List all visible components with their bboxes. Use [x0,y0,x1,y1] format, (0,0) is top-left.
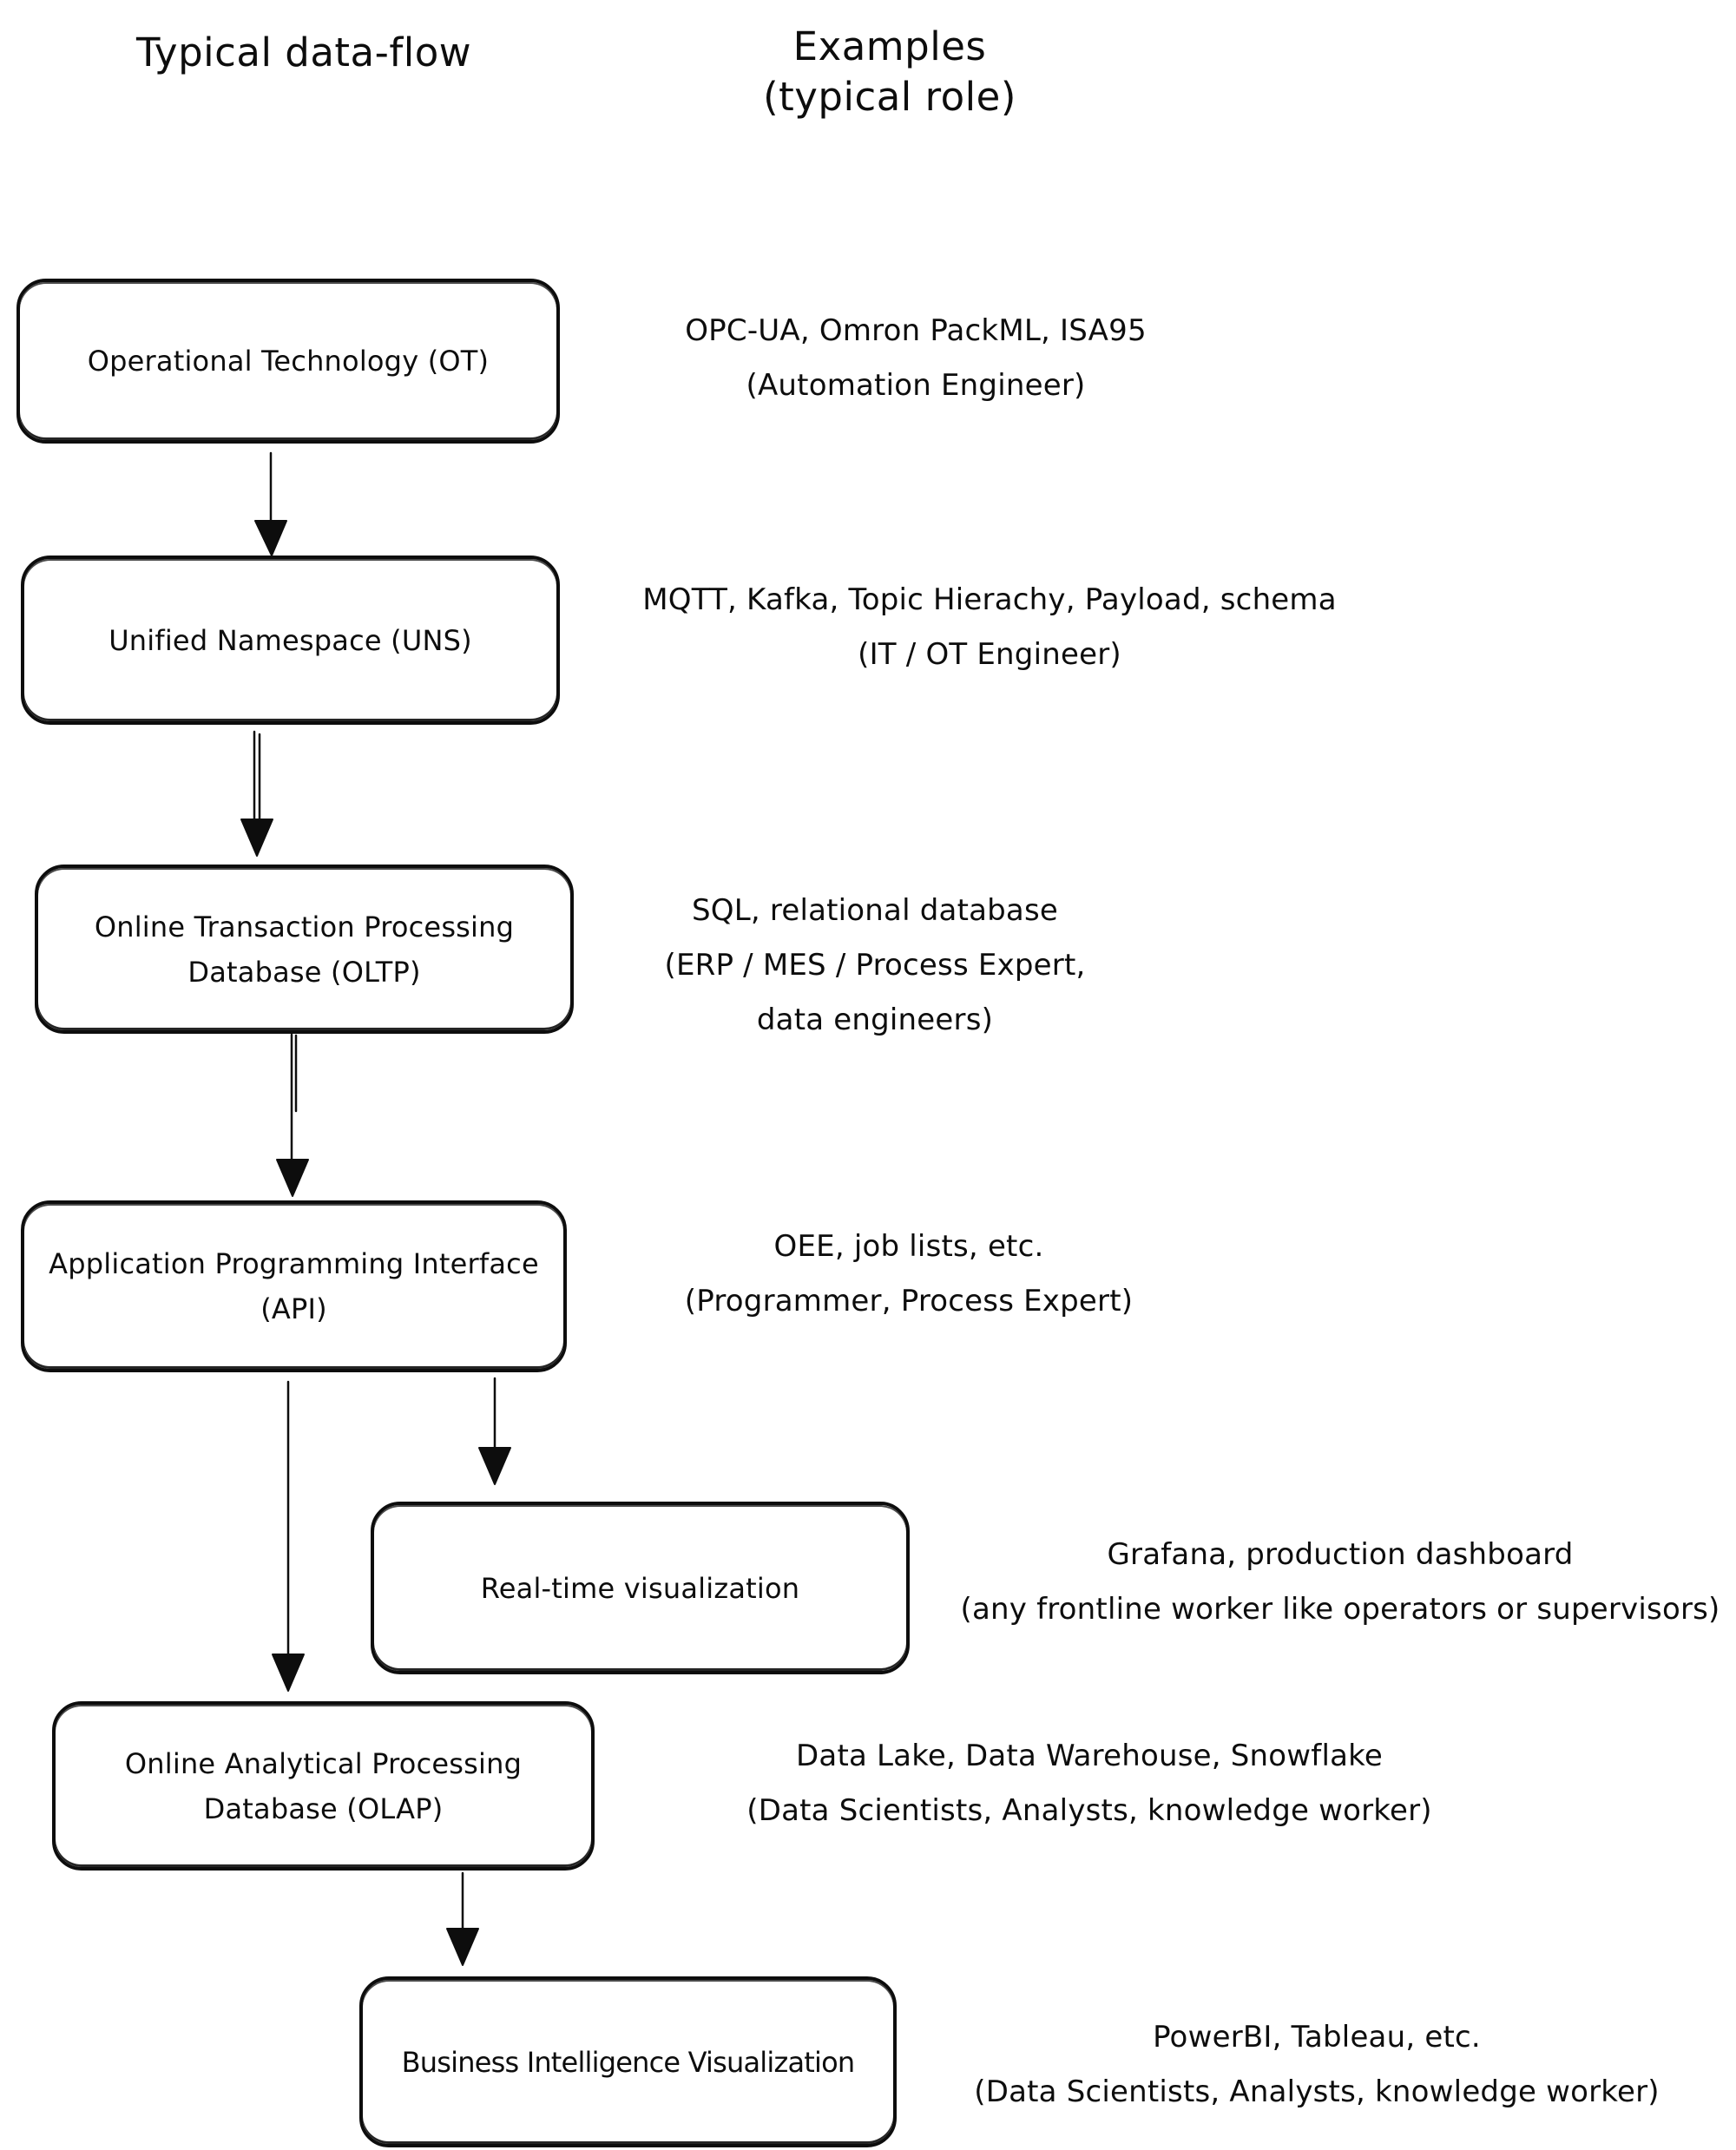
example-line: (IT / OT Engineer) [858,637,1121,672]
node-oltp-database: Online Transaction Processing Database (… [35,865,574,1034]
node-olap-database: Online Analytical Processing Database (O… [52,1701,595,1871]
dataflow-title: Typical data-flow [135,30,472,76]
example-line: (Programmer, Process Expert) [684,1284,1134,1318]
node-unified-namespace: Unified Namespace (UNS) [21,556,560,725]
example-olap-database: Data Lake, Data Warehouse, Snowflake (Da… [746,1729,1432,1838]
node-operational-technology: Operational Technology (OT) [16,279,560,444]
node-label-line: Business Intelligence Visualization [401,2045,856,2079]
example-line: MQTT, Kafka, Topic Hierachy, Payload, sc… [642,582,1337,617]
example-line: data engineers) [756,1003,994,1037]
example-operational-technology: OPC-UA, Omron PackML, ISA95 (Automation … [685,304,1147,413]
examples-title-line2: (typical role) [763,74,1016,120]
example-line: (Data Scientists, Analysts, knowledge wo… [974,2074,1660,2109]
example-business-intelligence: PowerBI, Tableau, etc. (Data Scientists,… [974,2010,1660,2120]
example-realtime-visualization: Grafana, production dashboard (any front… [960,1528,1720,1637]
node-label: Online Analytical Processing Database (O… [125,1741,522,1831]
node-label: Operational Technology (OT) [88,339,489,384]
example-line: (any frontline worker like operators or … [960,1592,1720,1627]
arrow-olap-to-bi [446,1871,479,1966]
node-label-line: Database (OLTP) [187,955,421,989]
example-unified-namespace: MQTT, Kafka, Topic Hierachy, Payload, sc… [642,573,1337,682]
node-label: Unified Namespace (UNS) [108,618,472,663]
arrow-ot-to-uns [254,451,287,556]
node-label-line: Operational Technology (OT) [87,345,490,378]
node-label: Real-time visualization [481,1566,799,1611]
example-line: PowerBI, Tableau, etc. [1153,2020,1481,2055]
example-line: SQL, relational database [692,893,1058,928]
node-label: Application Programming Interface (API) [49,1241,539,1331]
node-label-line: Application Programming Interface [49,1247,539,1280]
column-header-examples: Examples (typical role) [716,22,1063,122]
arrow-oltp-to-api [276,1033,309,1197]
node-label-line: Database (OLAP) [203,1792,444,1825]
node-business-intelligence: Business Intelligence Visualization [359,1976,897,2147]
node-label-line: Online Transaction Processing [94,910,515,944]
arrow-uns-to-oltp [240,730,273,857]
node-realtime-visualization: Real-time visualization [371,1502,910,1674]
column-header-dataflow: Typical data-flow [113,28,495,78]
arrow-api-to-realtime [478,1377,511,1485]
example-api: OEE, job lists, etc. (Programmer, Proces… [685,1220,1133,1329]
node-label-line: Online Analytical Processing [124,1746,523,1780]
node-label: Online Transaction Processing Database (… [95,904,514,995]
node-label-line: (API) [260,1292,327,1325]
node-api: Application Programming Interface (API) [21,1200,567,1372]
example-line: (Automation Engineer) [746,368,1086,403]
example-line: OPC-UA, Omron PackML, ISA95 [685,313,1147,348]
example-line: OEE, job lists, etc. [773,1229,1044,1264]
node-label-line: Real-time visualization [480,1571,800,1605]
arrow-api-to-olap [272,1380,305,1692]
node-label: Business Intelligence Visualization [401,2040,856,2085]
examples-title-line1: Examples [792,23,987,69]
example-line: (ERP / MES / Process Expert, [664,948,1086,983]
example-oltp-database: SQL, relational database (ERP / MES / Pr… [664,884,1085,1048]
node-label-line: Unified Namespace (UNS) [108,623,472,657]
example-line: (Data Scientists, Analysts, knowledge wo… [746,1793,1432,1828]
example-line: Grafana, production dashboard [1107,1537,1574,1572]
example-line: Data Lake, Data Warehouse, Snowflake [796,1739,1383,1773]
